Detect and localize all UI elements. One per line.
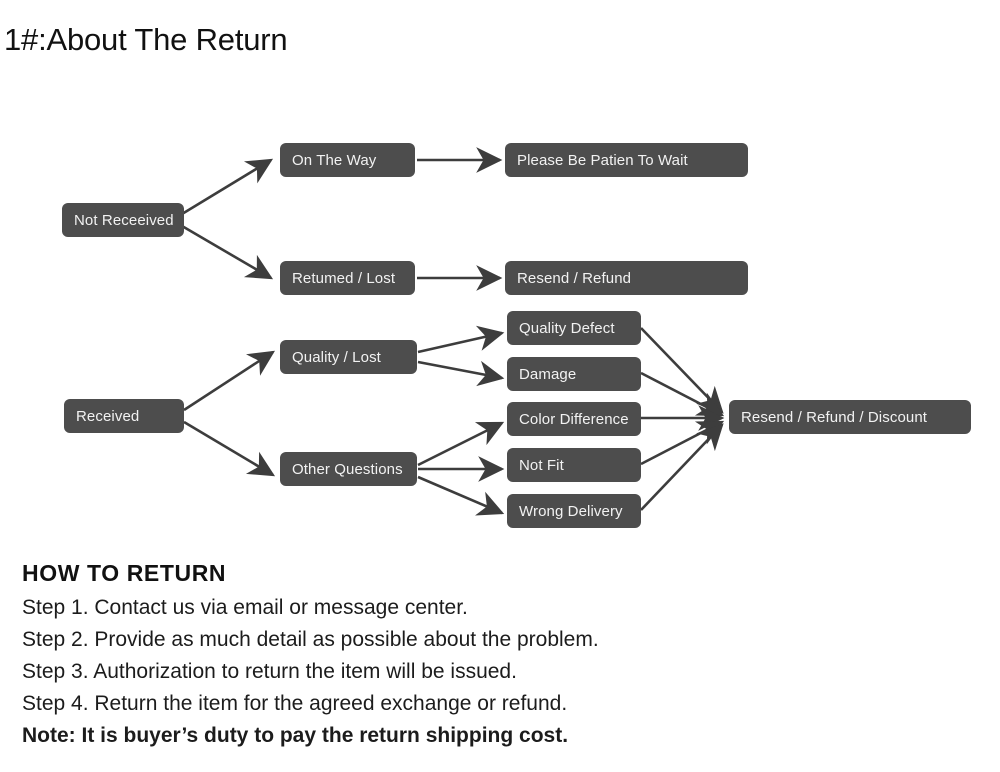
how-to-return-step: Step 3. Authorization to return the item… bbox=[22, 660, 517, 684]
node-resend-refund[interactable]: Resend / Refund bbox=[505, 261, 748, 295]
arrow-received-to-otherquestions bbox=[183, 420, 276, 477]
node-please-be-patient-to-wait[interactable]: Please Be Patien To Wait bbox=[505, 143, 748, 177]
node-other-questions[interactable]: Other Questions bbox=[280, 452, 417, 486]
how-to-return-section: HOW TO RETURN Step 1. Contact us via ema… bbox=[22, 560, 962, 752]
flowchart-connectors bbox=[181, 147, 725, 516]
node-on-the-way[interactable]: On The Way bbox=[280, 143, 415, 177]
node-resend-refund-discount[interactable]: Resend / Refund / Discount bbox=[729, 400, 971, 434]
arrow-quality-to-qualitydefect bbox=[417, 325, 505, 354]
arrow-quality-to-damage bbox=[417, 360, 505, 387]
node-not-fit[interactable]: Not Fit bbox=[507, 448, 641, 482]
node-not-received[interactable]: Not Receeived bbox=[62, 203, 184, 237]
node-quality-defect[interactable]: Quality Defect bbox=[507, 311, 641, 345]
page-title: 1#:About The Return bbox=[4, 22, 288, 57]
arrow-notreceived-to-returnedlost bbox=[181, 224, 274, 280]
arrow-notreceived-to-ontheway bbox=[181, 158, 274, 216]
node-quality-lost[interactable]: Quality / Lost bbox=[280, 340, 417, 374]
node-color-difference[interactable]: Color Difference bbox=[507, 402, 641, 436]
arrow-damage-to-resolution bbox=[640, 371, 725, 417]
arrow-qualitydefect-to-resolution bbox=[640, 327, 724, 414]
node-wrong-delivery[interactable]: Wrong Delivery bbox=[507, 494, 641, 528]
how-to-return-step: Step 2. Provide as much detail as possib… bbox=[22, 628, 599, 652]
arrow-wrongdelivery-to-resolution bbox=[640, 423, 724, 511]
how-to-return-step: Step 1. Contact us via email or message … bbox=[22, 596, 468, 620]
how-to-return-note: Note: It is buyer’s duty to pay the retu… bbox=[22, 724, 569, 748]
arrow-other-to-wrongdelivery bbox=[417, 475, 505, 516]
node-returned-lost[interactable]: Retumed / Lost bbox=[280, 261, 415, 295]
node-received[interactable]: Received bbox=[64, 399, 184, 433]
node-damage[interactable]: Damage bbox=[507, 357, 641, 391]
how-to-return-heading: HOW TO RETURN bbox=[22, 560, 227, 586]
return-flowchart: Not Receeived On The Way Retumed / Lost … bbox=[0, 120, 1000, 545]
how-to-return-step: Step 4. Return the item for the agreed e… bbox=[22, 692, 568, 716]
arrow-notfit-to-resolution bbox=[640, 420, 725, 466]
arrow-other-to-colordifference bbox=[417, 421, 505, 467]
arrow-received-to-quality bbox=[183, 350, 275, 412]
